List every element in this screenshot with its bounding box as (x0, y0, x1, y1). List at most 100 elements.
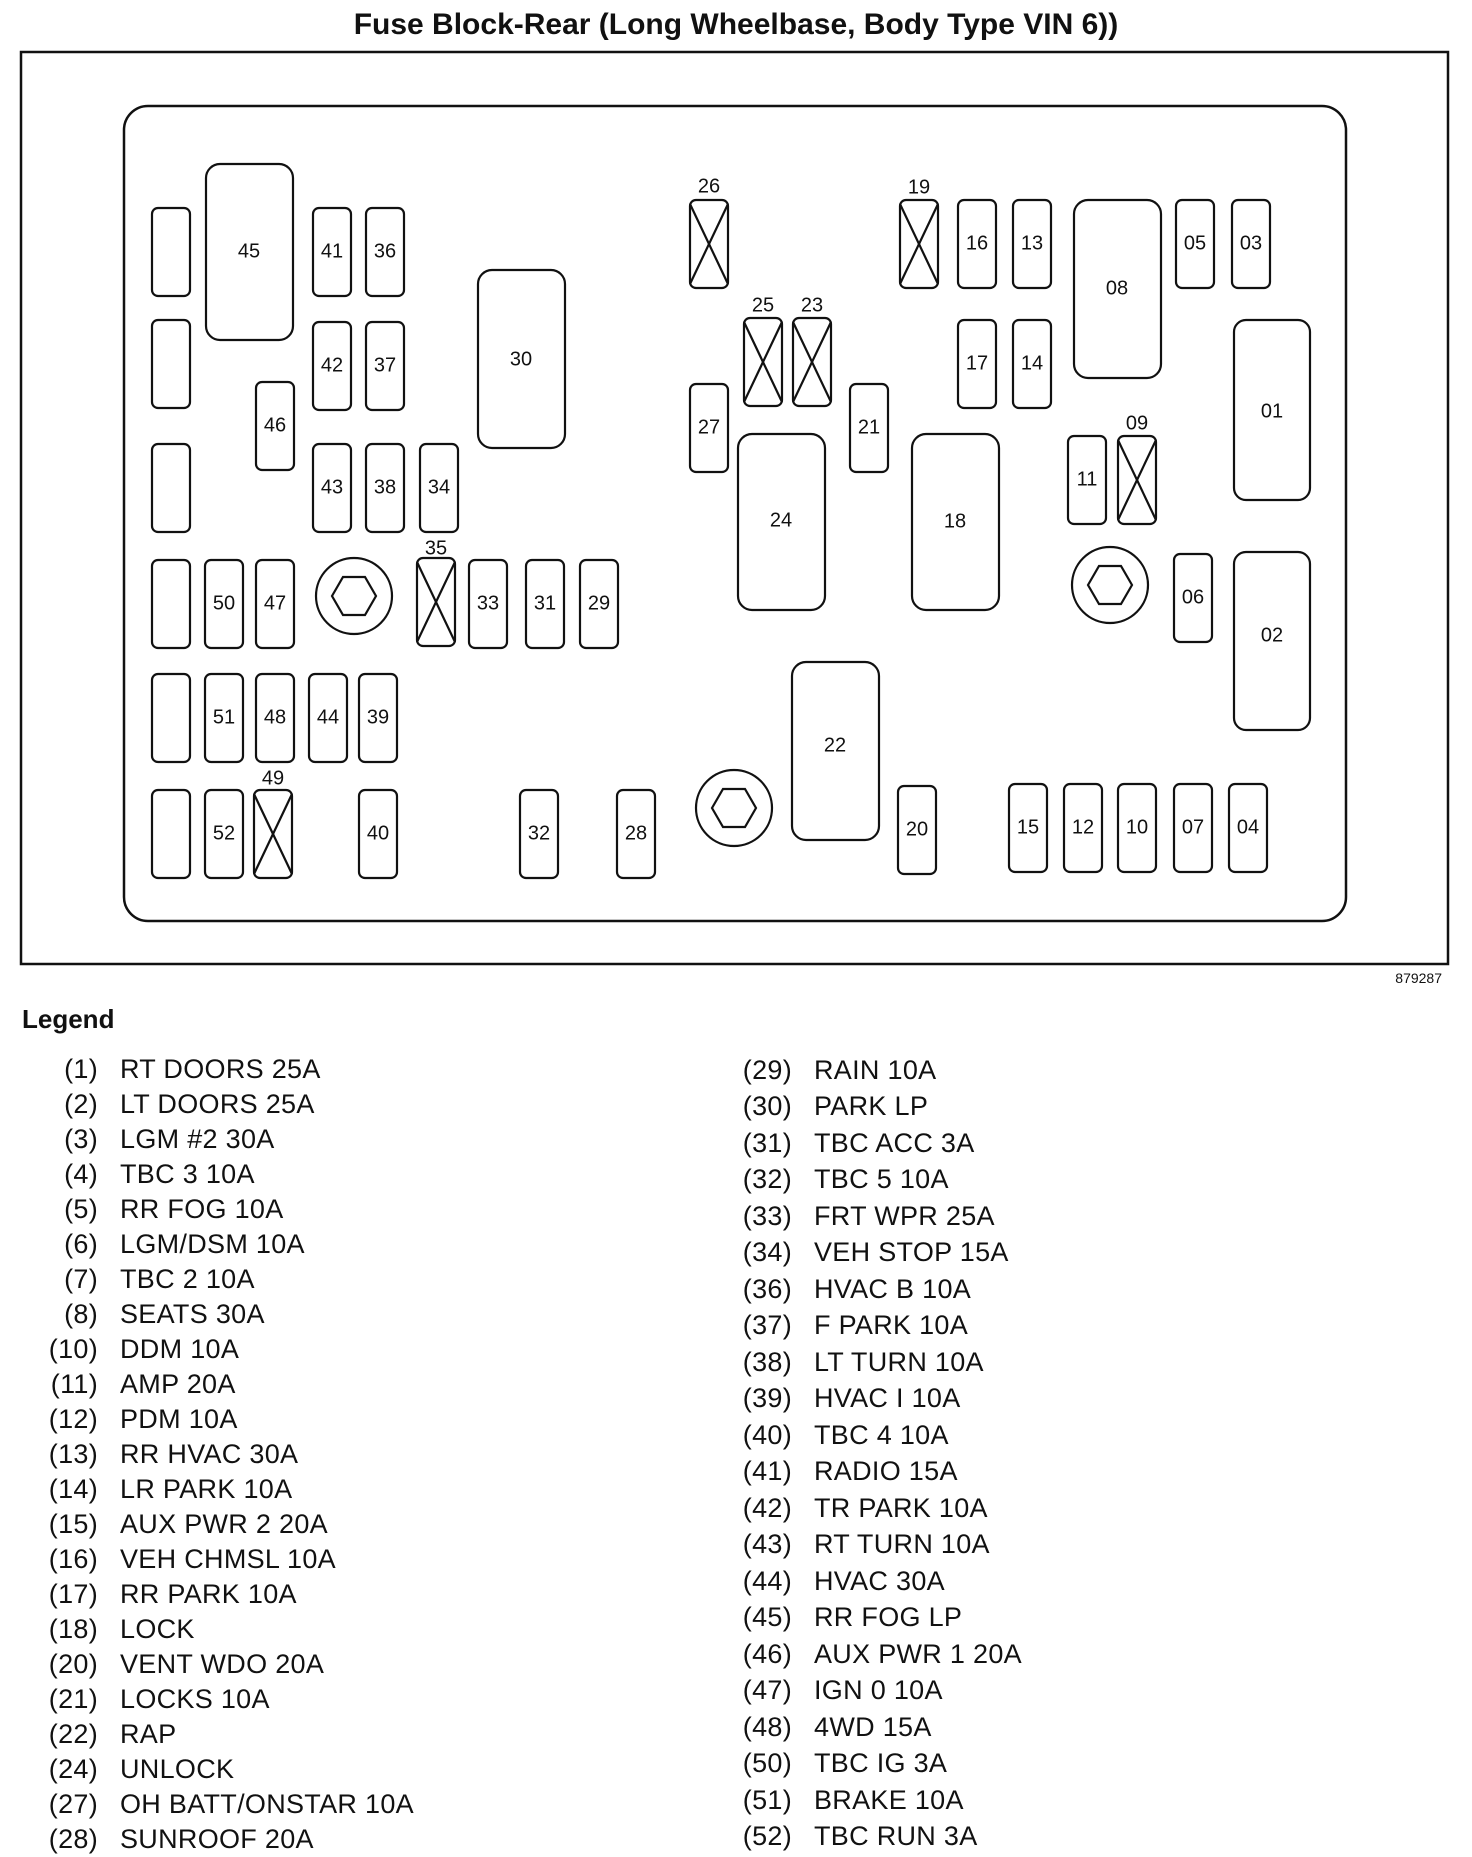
legend-item: (27)OH BATT/ONSTAR 10A (0, 1787, 414, 1822)
legend-item: (48)4WD 15A (736, 1709, 1022, 1746)
legend-left-column: (1)RT DOORS 25A(2)LT DOORS 25A(3)LGM #2 … (0, 1052, 414, 1857)
legend-item-label: VEH CHMSL 10A (120, 1544, 336, 1574)
legend-item: (5)RR FOG 10A (0, 1192, 414, 1227)
fuse-03 (1230, 198, 1272, 290)
legend-item-label: TBC 2 10A (120, 1264, 255, 1294)
slot-label: 28 (625, 822, 647, 844)
fuse-33 (467, 558, 509, 650)
legend-item-label: HVAC 30A (814, 1565, 945, 1596)
legend-item-label: AUX PWR 1 20A (814, 1638, 1022, 1669)
legend-item-label: F PARK 10A (814, 1310, 969, 1341)
slot-label: 23 (801, 294, 823, 316)
legend-item-label: RAP (120, 1719, 177, 1749)
legend-item: (32)TBC 5 10A (736, 1162, 1022, 1199)
fuse-51 (203, 672, 245, 764)
legend-item-label: TR PARK 10A (814, 1492, 988, 1523)
legend-item-number: (38) (742, 1346, 792, 1377)
fuse-43 (311, 442, 353, 534)
fuse-46 (254, 380, 296, 472)
slot-label: 34 (428, 476, 450, 498)
relay-01 (1232, 318, 1312, 502)
slot-label: 24 (770, 509, 792, 531)
slot-label: 42 (321, 354, 343, 376)
fuse-36 (364, 206, 406, 298)
slot-label: 12 (1072, 816, 1094, 838)
relay-18 (910, 432, 1001, 612)
legend-item-label: VEH STOP 15A (814, 1237, 1009, 1268)
slot-label: 02 (1261, 624, 1283, 646)
fuse-50 (203, 558, 245, 650)
crossed-slot-09 (1116, 434, 1158, 526)
slot-label: 47 (264, 592, 286, 614)
slot-label: 11 (1077, 468, 1098, 490)
slot-label: 37 (374, 354, 396, 376)
fuse-04 (1227, 782, 1269, 874)
fuse-42 (311, 320, 353, 412)
legend-item-number: (37) (742, 1310, 792, 1341)
slot-label: 29 (588, 592, 610, 614)
slot-label: 43 (321, 476, 343, 498)
legend-item: (18)LOCK (0, 1612, 414, 1647)
slot-label: 30 (510, 348, 532, 370)
legend-item-label: HVAC I 10A (814, 1383, 961, 1414)
legend-item: (33)FRT WPR 25A (736, 1198, 1022, 1235)
legend-item-label: PARK LP (814, 1091, 929, 1122)
legend-item-label: TBC 3 10A (120, 1159, 255, 1189)
legend-item-label: VENT WDO 20A (120, 1649, 325, 1679)
legend-item-label: PDM 10A (120, 1404, 238, 1434)
legend-item-label: TBC 5 10A (814, 1164, 949, 1195)
slot-label: 22 (824, 734, 846, 756)
fuse-06 (1172, 552, 1214, 644)
slot-label: 51 (213, 706, 235, 728)
slot-label: 46 (264, 414, 286, 436)
legend-item-label: LOCK (120, 1614, 195, 1644)
legend-item: (29)RAIN 10A (736, 1052, 1022, 1089)
legend-item-label: LR PARK 10A (120, 1474, 293, 1504)
legend-item: (14)LR PARK 10A (0, 1472, 414, 1507)
slot-label: 36 (374, 240, 396, 262)
fuse-16 (956, 198, 998, 290)
legend-item-label: OH BATT/ONSTAR 10A (120, 1789, 414, 1819)
legend-item-number: (34) (742, 1237, 792, 1268)
legend-item-label: RR PARK 10A (120, 1579, 297, 1609)
legend-item-label: RR FOG LP (814, 1602, 963, 1633)
empty-slot (150, 206, 192, 298)
fuse-39 (357, 672, 399, 764)
fuse-block-housing (122, 104, 1348, 923)
legend-item-number: (33) (742, 1200, 792, 1231)
crossed-slot-25 (742, 316, 784, 408)
fuse-47 (254, 558, 296, 650)
legend-item-number: (44) (742, 1565, 792, 1596)
fuse-17 (956, 318, 998, 410)
legend-item-number: (50) (742, 1748, 792, 1779)
legend-item: (7) TBC 2 10A (0, 1262, 414, 1297)
empty-slot (150, 442, 192, 534)
legend-item-label: TBC 4 10A (814, 1419, 949, 1450)
legend-item: (30)PARK LP (736, 1089, 1022, 1126)
figure-number: 879287 (1395, 970, 1442, 986)
legend-item-number: (7) (64, 1264, 98, 1294)
legend-item: (10)DDM 10A (0, 1332, 414, 1367)
legend-item-label: UNLOCK (120, 1754, 235, 1784)
fuse-31 (524, 558, 566, 650)
legend-item: (36)HVAC B 10A (736, 1271, 1022, 1308)
legend-item: (4)TBC 3 10A (0, 1157, 414, 1192)
slot-label: 10 (1126, 816, 1148, 838)
legend-item: (24) UNLOCK (0, 1752, 414, 1787)
slot-label: 41 (321, 240, 343, 262)
crossed-slot-23 (791, 316, 833, 408)
legend-item-number: (10) (48, 1334, 98, 1364)
slot-label: 39 (367, 706, 389, 728)
legend-item: (47)IGN 0 10A (736, 1673, 1022, 1710)
empty-slot (150, 318, 192, 410)
crossed-slot-49 (252, 788, 294, 880)
legend-item: (37) F PARK 10A (736, 1308, 1022, 1345)
legend-item-number: (24) (48, 1754, 98, 1784)
legend-item-label: TBC IG 3A (814, 1748, 948, 1779)
crossed-slot-19 (898, 198, 940, 290)
legend-item: (42)TR PARK 10A (736, 1490, 1022, 1527)
crossed-slot-35 (415, 556, 457, 648)
legend-item: (11)AMP 20A (0, 1367, 414, 1402)
slot-label: 33 (477, 592, 499, 614)
slot-label: 14 (1021, 352, 1043, 374)
